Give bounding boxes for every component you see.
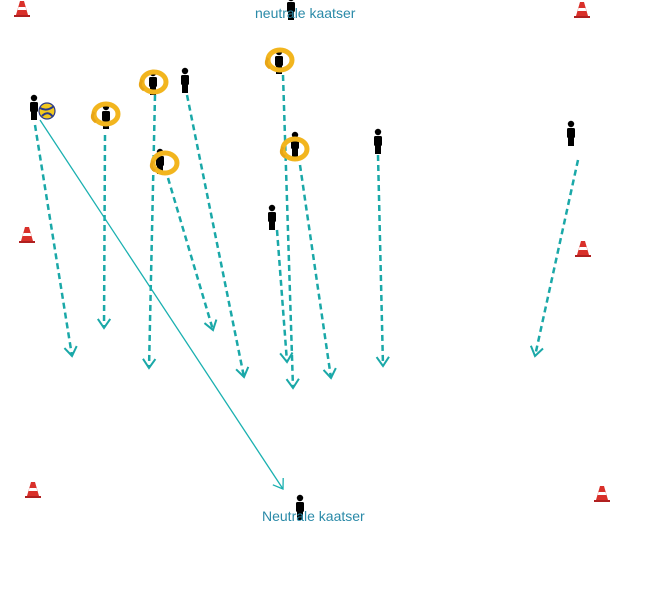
run-arrow [375,154,390,368]
cone-icon [594,486,610,502]
cone-icon [14,1,30,17]
cone-icon [25,482,41,498]
cone-icon [575,241,591,257]
run-arrow [33,124,78,358]
player-icon [30,94,38,120]
run-arrow [166,177,218,332]
pass-arrow [39,119,284,490]
ball-icon [38,102,56,120]
player-icon [181,67,189,93]
run-arrow [142,94,157,370]
hoop-icon [151,153,177,173]
player-icon [567,120,575,146]
run-arrow [529,159,580,358]
run-arrow [281,74,300,390]
run-arrow [275,229,294,364]
run-arrow [298,164,337,380]
cone-icon [574,2,590,18]
player-icon [374,128,382,154]
neutral-thrower-label-bottom: Neutrale kaatser [262,508,365,524]
cone-icon [19,227,35,243]
neutral-thrower-label-top: neutrale kaatser [255,5,356,21]
player-icon [268,204,276,230]
run-arrow [97,134,112,330]
player-icon [291,131,299,157]
run-arrow [185,94,250,379]
